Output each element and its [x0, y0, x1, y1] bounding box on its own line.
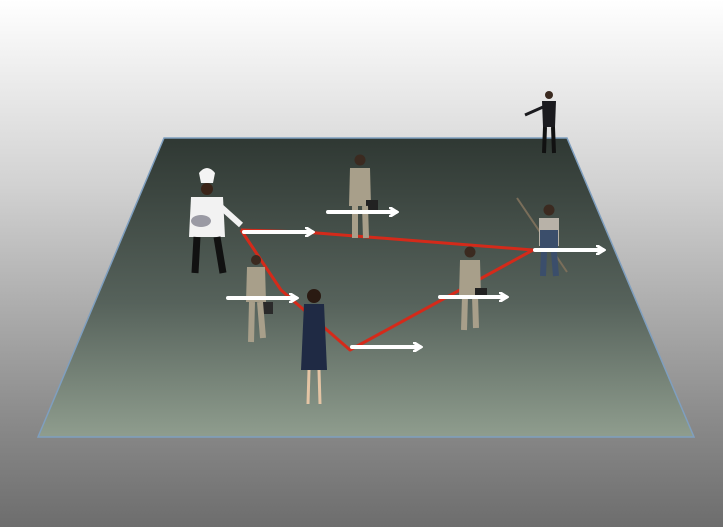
scene-canvas [0, 0, 723, 527]
network-scene [0, 0, 723, 527]
